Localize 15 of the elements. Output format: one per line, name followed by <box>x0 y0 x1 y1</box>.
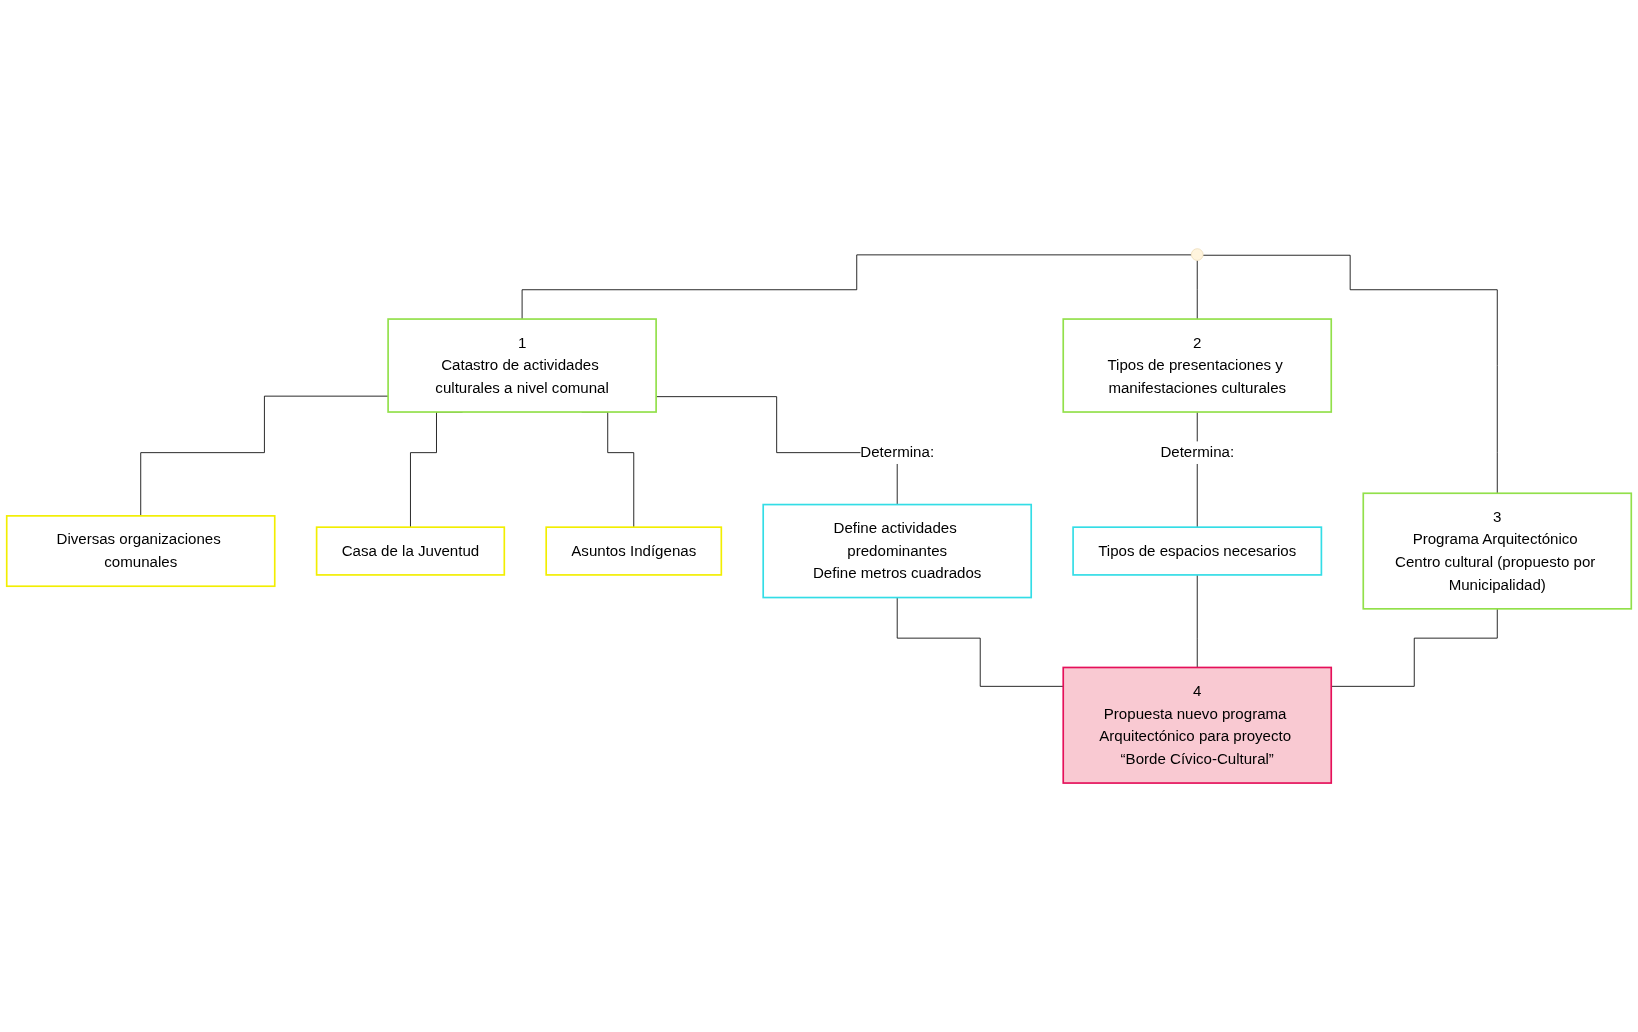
node-box: 1 Catastro de actividades culturales a nivel comunal <box>387 318 657 413</box>
node-box: 4 Propuesta nuevo programa Arquitectónico para proyecto “Borde Cívico-Cultural” <box>1062 666 1333 784</box>
node-box: Define actividades predominantes Define metros cuadrados <box>762 503 1033 599</box>
connector <box>1202 254 1498 494</box>
node-box: 2 Tipos de presentaciones y manifestaciones culturales <box>1062 318 1333 413</box>
edge-label: Determina: <box>1160 443 1235 461</box>
connector <box>896 597 1064 687</box>
node-box: Tipos de espacios necesarios <box>1072 526 1323 576</box>
node-box: Diversas organizaciones comunales <box>5 515 276 588</box>
connector <box>521 254 1192 320</box>
connector <box>140 395 389 517</box>
node-box: Asuntos Indígenas <box>545 526 723 576</box>
node-box: 3 Programa Arquitectónico Centro cultural (propuesto por Municipalidad) <box>1362 492 1633 610</box>
edge-label: Determina: <box>860 443 935 461</box>
node-box: Casa de la Juventud <box>315 526 506 576</box>
